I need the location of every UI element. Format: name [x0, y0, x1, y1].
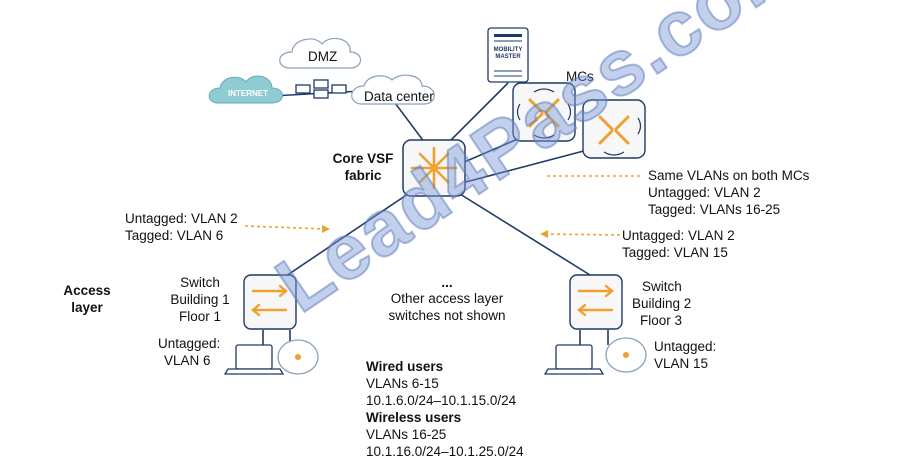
core-label-line1: Core VSF — [332, 151, 394, 166]
wired-users-subnets: 10.1.6.0/24–10.1.15.0/24 — [366, 393, 517, 408]
link-core-switch2 — [459, 193, 591, 276]
right-uplink-vlans: Untagged: VLAN 2 Tagged: VLAN 15 — [622, 227, 735, 261]
access-layer-line2: layer — [71, 300, 103, 315]
user-subnets: Wired users VLANs 6-15 10.1.6.0/24–10.1.… — [366, 358, 524, 460]
left-uplink-vlans: Untagged: VLAN 2 Tagged: VLAN 6 — [125, 210, 238, 244]
arrowhead-left — [322, 225, 330, 233]
access-point-icon-2 — [605, 337, 647, 373]
switch2-edge-line1: Untagged: — [654, 339, 717, 354]
switch2-line1: Switch — [642, 279, 682, 294]
core-label-line2: fabric — [344, 168, 382, 183]
switch2-edge-vlan: Untagged: VLAN 15 — [654, 338, 716, 372]
switch1-line3: Floor 1 — [178, 309, 222, 324]
other-switches-line2: switches not shown — [388, 308, 506, 323]
wireless-users-title: Wireless users — [366, 410, 462, 425]
arrowhead-right — [540, 230, 548, 238]
link-mc2-core — [461, 147, 596, 184]
access-switch-icon — [243, 274, 297, 330]
core-label: Core VSF fabric — [328, 150, 398, 184]
other-switches-dots: ... — [441, 275, 453, 290]
mc-note-line2: Untagged: VLAN 2 — [648, 185, 761, 200]
access-switch-icon-2 — [569, 274, 623, 330]
switch1-edge-line2: VLAN 6 — [164, 353, 211, 368]
switch1-edge-vlan: Untagged: VLAN 6 — [158, 335, 220, 369]
switch1-line2: Building 1 — [170, 292, 230, 307]
mc-note-line3: Tagged: VLANs 16-25 — [648, 202, 781, 217]
link-core-switch1 — [282, 193, 409, 279]
switch1-line1: Switch — [180, 275, 220, 290]
left-uplink-line2: Tagged: VLAN 6 — [125, 228, 224, 243]
other-switches-note: ... Other access layer switches not show… — [372, 276, 522, 324]
arrow-right-uplink — [544, 233, 621, 236]
mc-vlan-note: Same VLANs on both MCs Untagged: VLAN 2 … — [648, 167, 809, 218]
link-datacenter-core — [394, 102, 426, 144]
switch1-label: Switch Building 1 Floor 1 — [160, 274, 240, 325]
access-point-icon — [277, 339, 319, 375]
switch2-line2: Building 2 — [632, 296, 692, 311]
data-center-label: Data center — [364, 89, 434, 104]
datacenter-cloud-icon — [351, 74, 435, 105]
link-mc1-core — [461, 137, 521, 164]
dmz-cloud-icon — [279, 37, 362, 69]
wireless-users-subnets: 10.1.16.0/24–10.1.25.0/24 — [366, 444, 524, 459]
dmz-label: DMZ — [308, 49, 338, 64]
access-layer-line1: Access — [63, 283, 111, 298]
firewall-icon — [295, 79, 347, 99]
controller-icon — [512, 82, 646, 159]
arrow-left-uplink — [244, 225, 326, 230]
mcs-label: MCs — [566, 69, 594, 84]
switch1-edge-line1: Untagged: — [158, 336, 221, 351]
switch2-edge-line2: VLAN 15 — [654, 356, 709, 371]
right-uplink-line1: Untagged: VLAN 2 — [622, 228, 735, 243]
internet-cloud-label: INTERNET — [228, 89, 268, 98]
wireless-users-vlans: VLANs 16-25 — [366, 427, 447, 442]
cloud-icon — [208, 75, 283, 104]
core-switch-icon — [402, 139, 466, 197]
laptop-icon — [223, 344, 285, 375]
server-icon — [487, 27, 529, 83]
other-switches-line1: Other access layer — [390, 291, 504, 306]
wired-users-vlans: VLANs 6-15 — [366, 376, 439, 391]
switch2-label: Switch Building 2 Floor 3 — [632, 278, 691, 329]
mc-note-line1: Same VLANs on both MCs — [648, 168, 810, 183]
links — [262, 82, 609, 345]
switch2-line3: Floor 3 — [640, 313, 683, 328]
mobility-master-label: MOBILITY MASTER — [493, 47, 523, 60]
right-uplink-line2: Tagged: VLAN 15 — [622, 245, 728, 260]
left-uplink-line1: Untagged: VLAN 2 — [125, 211, 238, 226]
wired-users-title: Wired users — [366, 359, 444, 374]
laptop-icon-2 — [543, 344, 605, 375]
vlan-arrows — [244, 175, 640, 236]
link-mm-core — [447, 82, 509, 144]
access-layer-label: Access layer — [54, 282, 120, 316]
